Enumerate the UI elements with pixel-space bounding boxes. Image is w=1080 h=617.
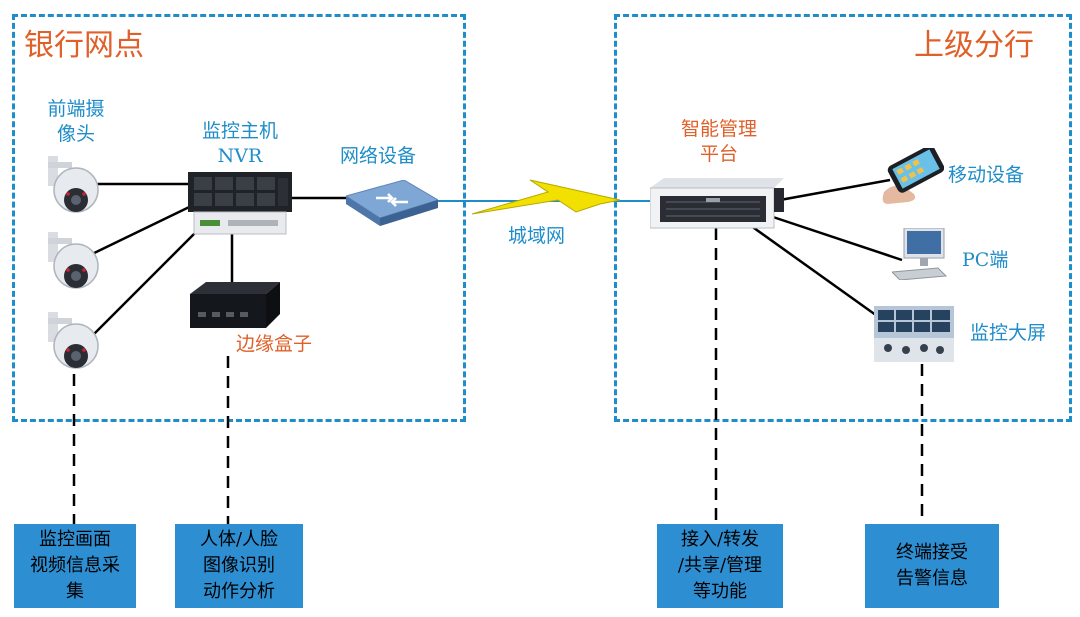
network-switch-icon (346, 180, 438, 226)
function-box-platform: 接入/转发 /共享/管理 等功能 (657, 524, 783, 608)
function-box-alarm: 终端接受 告警信息 (865, 524, 999, 608)
monitoring-wall-icon (874, 306, 954, 362)
platform-server-icon (650, 178, 784, 229)
wan-lightning-bolt (471, 179, 621, 215)
nvr-label: 监控主机 NVR (201, 120, 278, 167)
platform-to-mobile-line (779, 178, 891, 202)
bank-branch-region (12, 14, 466, 422)
bank-branch-title: 银行网点 (24, 28, 144, 63)
front-camera-label: 前端摄 像头 (47, 98, 105, 145)
upper-branch-title: 上级分行 (914, 28, 1034, 63)
nvr-server-icon (188, 172, 292, 235)
edge-box-label: 边缘盒子 (236, 333, 313, 355)
upper-branch-region (614, 14, 1072, 422)
mobile-phone-icon (882, 148, 944, 204)
platform-label: 智能管理 平台 (680, 118, 757, 165)
function-box-recognition: 人体/人脸 图像识别 动作分析 (175, 524, 303, 608)
monitoring-screen-label: 监控大屏 (970, 322, 1047, 344)
platform-to-pc-line (769, 214, 903, 262)
function-box-capture: 监控画面 视频信息采 集 (14, 524, 136, 608)
platform-to-screen-line (739, 216, 881, 320)
dome-camera-1-icon (48, 156, 99, 213)
dome-camera-2-icon (48, 232, 99, 289)
mobile-device-label: 移动设备 (948, 164, 1025, 186)
wan-label: 城域网 (508, 225, 566, 247)
network-device-label: 网络设备 (340, 145, 417, 167)
pc-monitor-icon (892, 228, 948, 280)
edge-box-icon (190, 282, 280, 328)
pc-label: PC端 (962, 249, 1009, 271)
dome-camera-3-icon (48, 312, 99, 369)
